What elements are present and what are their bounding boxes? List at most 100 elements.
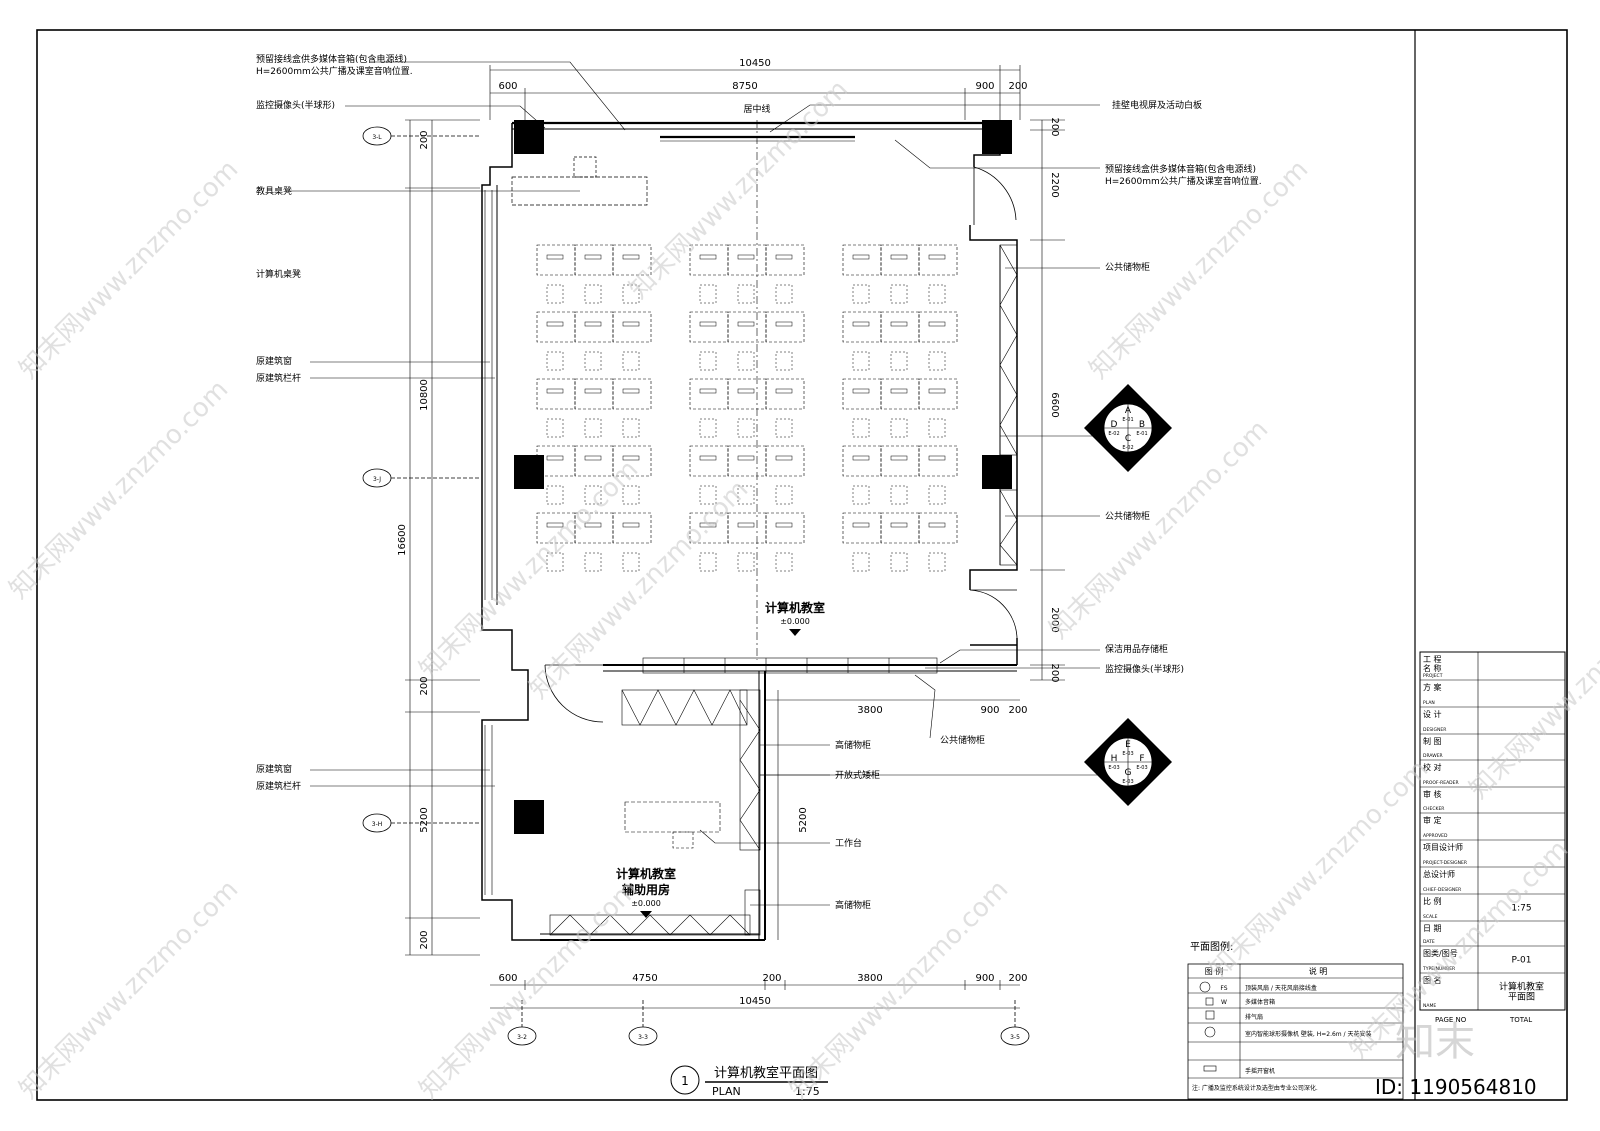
computer-chair [928, 418, 946, 438]
index-letter: D [1111, 420, 1118, 430]
svg-text:预留接线盒供多媒体音箱(包含电源线): 预留接线盒供多媒体音箱(包含电源线) [256, 53, 407, 65]
svg-text:3800: 3800 [857, 705, 882, 716]
computer-desk [918, 512, 958, 544]
computer-chair [890, 351, 908, 371]
computer-desk [612, 244, 652, 276]
computer-monitor [622, 388, 640, 394]
computer-chair [737, 284, 755, 304]
computer-desk [574, 244, 614, 276]
computer-desk [727, 378, 767, 410]
svg-text:工作台: 工作台 [835, 837, 862, 849]
svg-text:200: 200 [1008, 705, 1027, 716]
computer-monitor [546, 321, 564, 327]
index-ref: E-01 [1136, 431, 1147, 437]
svg-text:200: 200 [1008, 973, 1027, 984]
svg-text:3-5: 3-5 [1010, 1034, 1020, 1041]
title-block-label-en: SCALE [1423, 914, 1438, 920]
computer-desk [918, 244, 958, 276]
computer-chair [775, 284, 793, 304]
axis-bubbles [362, 126, 1030, 1046]
svg-text:ID: 1190564810: ID: 1190564810 [1375, 1075, 1537, 1099]
computer-desk [689, 445, 729, 477]
computer-chair [546, 418, 564, 438]
title-block-label: 方 案 [1423, 682, 1442, 692]
computer-chair [699, 485, 717, 505]
svg-text:知末网www.znzmo.com: 知末网www.znzmo.com [4, 374, 235, 605]
index-ref: E-01 [1122, 417, 1133, 423]
title-block-label: 总设计师 [1423, 869, 1455, 879]
svg-text:平面图例:: 平面图例: [1190, 940, 1233, 953]
computer-monitor [852, 455, 870, 461]
svg-text:高储物柜: 高储物柜 [835, 899, 871, 911]
computer-monitor [699, 321, 717, 327]
computer-monitor [622, 254, 640, 260]
computer-monitor [622, 321, 640, 327]
computer-desk [612, 512, 652, 544]
svg-text:3-J: 3-J [373, 476, 381, 483]
computer-chair [928, 485, 946, 505]
svg-text:900: 900 [980, 705, 999, 716]
svg-text:16600: 16600 [397, 524, 408, 556]
computer-desk [918, 445, 958, 477]
svg-text:高储物柜: 高储物柜 [835, 739, 871, 751]
computer-chair [890, 418, 908, 438]
teacher-chair [573, 156, 597, 178]
computer-chair [584, 284, 602, 304]
index-ref: E-03 [1122, 779, 1133, 785]
computer-chair [737, 485, 755, 505]
svg-text:公共储物柜: 公共储物柜 [1105, 261, 1150, 273]
computer-chair [852, 351, 870, 371]
structural-columns [514, 120, 1012, 834]
svg-text:8750: 8750 [732, 81, 757, 92]
computer-desk [689, 378, 729, 410]
computer-monitor [699, 388, 717, 394]
svg-text:原建筑窗: 原建筑窗 [256, 763, 292, 775]
computer-desk [612, 378, 652, 410]
computer-monitor [699, 455, 717, 461]
svg-text:900: 900 [975, 973, 994, 984]
computer-desk [727, 512, 767, 544]
computer-monitor [928, 388, 946, 394]
svg-text:200: 200 [419, 930, 430, 949]
right-storage-cabinets [999, 244, 1018, 566]
drawing-title: 1 计算机教室平面图 PLAN 1:75 [670, 1065, 828, 1098]
leader-lines [290, 61, 1110, 906]
computer-monitor [546, 522, 564, 528]
svg-text:教具桌凳: 教具桌凳 [256, 185, 292, 197]
svg-text:知末网www.znzmo.com: 知末网www.znzmo.com [1204, 754, 1435, 985]
svg-text:知末网www.znzmo.com: 知末网www.znzmo.com [414, 874, 645, 1105]
title-block-label: 工 程 [1423, 655, 1442, 664]
index-letter: G [1125, 768, 1132, 778]
computer-desk [842, 244, 882, 276]
svg-text:3800: 3800 [857, 973, 882, 984]
index-letter: F [1139, 754, 1144, 764]
svg-text:知末网www.znzmo.com: 知末网www.znzmo.com [14, 874, 245, 1105]
index-letter: B [1139, 420, 1145, 430]
room-name-aux-1: 计算机教室 [616, 866, 676, 881]
svg-text:3-3: 3-3 [638, 1034, 648, 1041]
svg-text:4750: 4750 [632, 973, 657, 984]
svg-text:监控摄像头(半球形): 监控摄像头(半球形) [1105, 663, 1184, 675]
computer-desk [574, 378, 614, 410]
computer-chair [622, 284, 640, 304]
computer-monitor [928, 254, 946, 260]
computer-monitor [852, 321, 870, 327]
svg-text:FS: FS [1220, 985, 1227, 992]
index-letter: C [1125, 434, 1131, 444]
title-block-label-en: DESIGNER [1423, 727, 1446, 733]
computer-desk [918, 311, 958, 343]
index-letter: A [1125, 406, 1132, 416]
computer-chair [775, 351, 793, 371]
svg-text:3-2: 3-2 [517, 1034, 527, 1041]
title-block-label-en: PROJECT-DESIGNER [1423, 860, 1467, 866]
room-level-aux: ±0.000 [631, 899, 661, 908]
computer-desk [880, 378, 920, 410]
svg-text:注: 广播及监控系统设计及选型由专业公司深化.: 注: 广播及监控系统设计及选型由专业公司深化. [1192, 1084, 1318, 1092]
svg-text:监控摄像头(半球形): 监控摄像头(半球形) [256, 99, 335, 111]
svg-text:原建筑栏杆: 原建筑栏杆 [256, 372, 301, 384]
svg-text:排气扇: 排气扇 [1245, 1013, 1263, 1021]
computer-desk [536, 311, 576, 343]
computer-chair [928, 552, 946, 572]
index-ref: E-03 [1108, 765, 1119, 771]
title-block-label: 审 核 [1423, 789, 1442, 799]
